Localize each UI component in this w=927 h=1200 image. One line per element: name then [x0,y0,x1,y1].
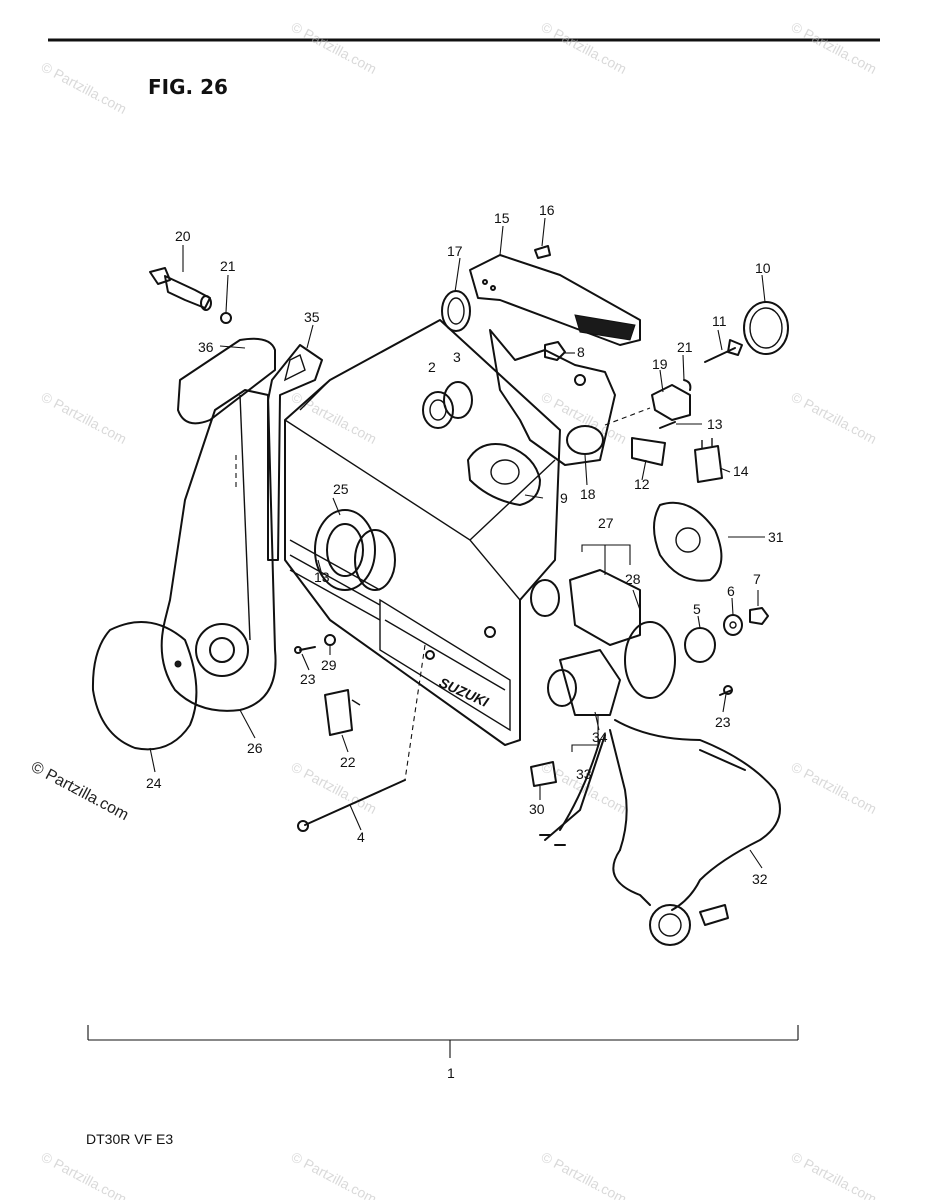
part-12-clip [631,437,666,466]
label-part-6: 6 [727,583,735,599]
label-part-23-right: 23 [715,714,731,730]
label-part-29: 29 [321,657,337,673]
part-36-handle-grip [177,337,276,425]
label-part-2: 2 [428,359,436,375]
watermark-prominent: © Partzilla.com [28,759,131,825]
watermark: © Partzilla.com [39,1149,130,1200]
part-31-cover [653,501,723,582]
model-code: DT30R VF E3 [86,1131,173,1147]
watermark: © Partzilla.com [289,389,380,447]
watermark: © Partzilla.com [39,389,130,447]
label-part-19: 19 [652,356,668,372]
part-5-spacer [684,627,716,663]
part-20-knob [149,267,212,311]
part-34-switch [547,649,621,716]
label-part-13-right: 13 [707,416,723,432]
label-part-8: 8 [577,344,585,360]
part-16-screw [534,245,551,259]
brand-mark: SUZUKI [437,674,492,710]
label-part-27: 27 [598,515,614,531]
label-part-1: 1 [447,1065,455,1081]
watermark: © Partzilla.com [789,389,880,447]
label-part-13-left: 13 [314,569,330,585]
label-part-12: 12 [634,476,650,492]
part-8-nut [544,341,566,361]
label-part-4: 4 [357,829,365,845]
label-part-11: 11 [712,313,727,329]
part-17-ring [441,290,471,332]
part-22-bracket [324,689,361,736]
figure-title: FIG. 26 [148,75,228,99]
part-10-ring [743,301,789,355]
label-part-15: 15 [494,210,510,226]
label-part-20: 20 [175,228,191,244]
label-part-10: 10 [755,260,771,276]
label-part-24: 24 [146,775,162,791]
label-part-17: 17 [447,243,463,259]
watermark: © Partzilla.com [789,1149,880,1200]
part-24-cover [91,621,198,751]
part-32-harness [539,719,781,946]
leader-lines [149,217,766,869]
part-23-screw-right [719,685,733,696]
label-part-30: 30 [529,801,545,817]
label-part-14: 14 [733,463,749,479]
watermark: © Partzilla.com [539,389,630,447]
watermark: © Partzilla.com [289,759,380,817]
label-part-21-right: 21 [677,339,693,355]
label-part-21-left: 21 [220,258,236,274]
part-18-plate [489,329,616,466]
part-28-ring [624,621,676,699]
label-part-26: 26 [247,740,263,756]
label-part-9: 9 [560,490,568,506]
assembly-bracket [87,1025,799,1058]
label-part-31: 31 [768,529,784,545]
label-part-36: 36 [198,339,214,355]
label-part-35: 35 [304,309,320,325]
label-part-3: 3 [453,349,461,365]
part-15-throttle-arm [469,254,641,346]
watermark: © Partzilla.com [289,1149,380,1200]
watermark: © Partzilla.com [789,759,880,817]
part-11-bolt [704,339,743,363]
part-26-lever-body [160,389,277,712]
part-9-plate [467,443,541,506]
watermark: © Partzilla.com [789,19,880,77]
part-27-switch [530,569,641,646]
label-part-23-left: 23 [300,671,316,687]
label-part-28: 28 [625,571,641,587]
part-2-bushing [422,391,454,429]
label-part-33: 33 [576,766,592,782]
label-part-22: 22 [340,754,356,770]
label-part-25: 25 [333,481,349,497]
watermark: © Partzilla.com [539,1149,630,1200]
part-21-clip [220,312,232,324]
label-part-5: 5 [693,601,701,617]
label-part-18: 18 [580,486,596,502]
part-4-long-bolt [297,779,406,832]
part-number-labels: 1 2 3 4 5 6 7 8 9 10 11 12 13 13 14 15 1… [146,202,784,1081]
label-part-32: 32 [752,871,768,887]
label-part-16: 16 [539,202,555,218]
part-13-screw-right [659,421,676,429]
part-29-washer [324,634,336,646]
part-6-washer [723,614,743,636]
part-3-bushing [443,381,473,419]
part-19-clamp [651,384,691,421]
label-part-34: 34 [592,729,608,745]
main-housing: SUZUKI [284,319,561,746]
watermark: © Partzilla.com [289,19,380,77]
part-14-switch [694,438,723,483]
part-30-connector [530,761,557,787]
part-23-screw-left [294,646,316,654]
watermark: © Partzilla.com [39,59,130,117]
part-7-nut [749,607,769,625]
part-21-clip-right [683,379,692,391]
watermark: © Partzilla.com [539,19,630,77]
label-part-7: 7 [753,571,761,587]
part-25-gear [314,509,396,591]
part-35-lever [267,344,323,561]
